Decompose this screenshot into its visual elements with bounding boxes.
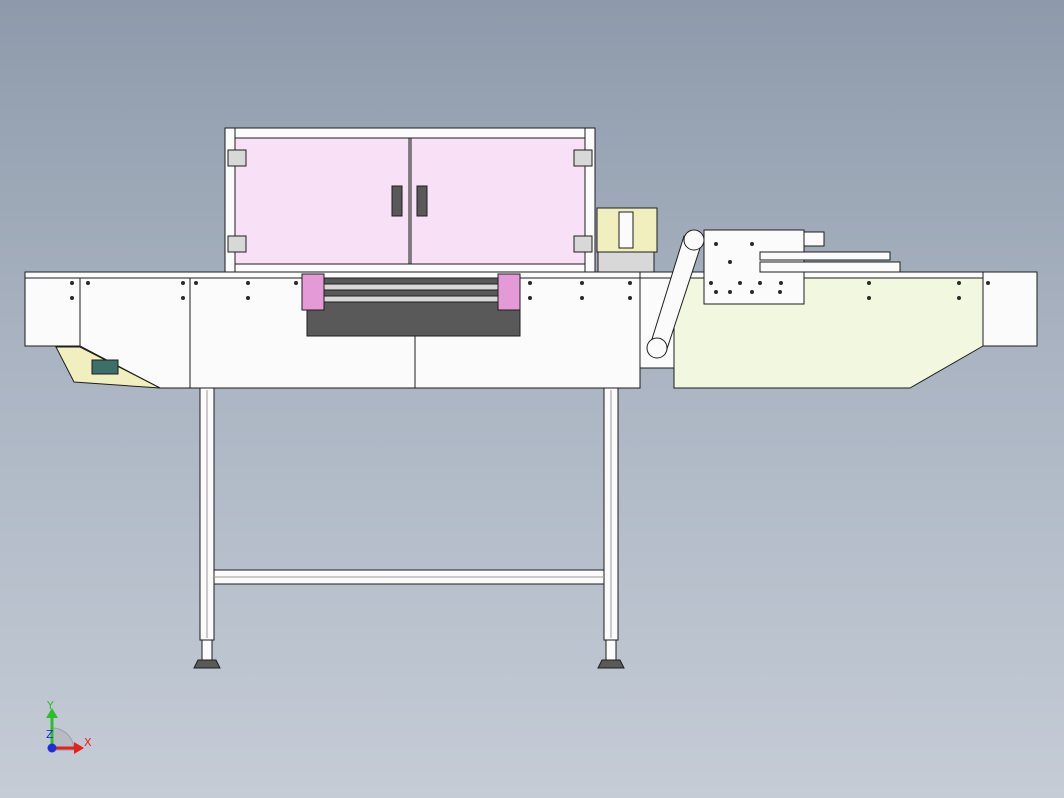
bolt-hole — [628, 296, 632, 300]
mount-right — [497, 273, 521, 311]
bolt-hole — [528, 281, 532, 285]
left-end-cap — [24, 277, 81, 347]
triad-background — [51, 727, 75, 751]
bolt-hole — [750, 242, 754, 246]
bolt-hole — [628, 281, 632, 285]
hinge-bottom-right — [573, 235, 593, 253]
mount-left — [301, 273, 325, 311]
door-handle-left[interactable] — [391, 185, 403, 217]
bolt-hole — [246, 296, 250, 300]
bolt-hole — [70, 281, 74, 285]
roller-bar-lower — [311, 295, 505, 303]
bolt-hole — [957, 296, 961, 300]
bolt-hole — [986, 281, 990, 285]
conveyor-left-body — [24, 271, 641, 389]
right-leg-foot-rod — [605, 639, 617, 661]
door-handle-right[interactable] — [416, 185, 428, 217]
bolt-hole — [714, 290, 718, 294]
bolt-hole — [779, 281, 783, 285]
bolt-hole — [728, 290, 732, 294]
bolt-hole — [957, 281, 961, 285]
bolt-hole — [758, 281, 762, 285]
x-axis-label: X — [84, 736, 92, 749]
bolt-hole — [181, 296, 185, 300]
left-taper-panel — [79, 277, 191, 389]
pulley-bottom — [646, 337, 668, 359]
slide-rail-lower[interactable] — [759, 261, 901, 273]
feed-opening — [306, 277, 521, 337]
bolt-holes — [70, 242, 990, 300]
cabinet — [224, 127, 596, 275]
left-leg-foot-rod — [201, 639, 213, 661]
conveyor-right-body — [639, 271, 1038, 389]
bolt-hole — [867, 296, 871, 300]
left-leveling-foot — [193, 659, 221, 669]
bolt-hole — [181, 281, 185, 285]
motor-window — [618, 211, 634, 249]
bolt-hole — [194, 281, 198, 285]
coordinate-triad: Y Z X — [46, 699, 92, 754]
slide-bracket — [803, 231, 825, 247]
y-axis-label: Y — [46, 699, 54, 712]
bolt-hole — [580, 296, 584, 300]
control-connector — [91, 359, 119, 375]
bolt-hole — [580, 281, 584, 285]
cabinet-door-right[interactable] — [410, 137, 586, 265]
motor-standoff — [597, 251, 655, 273]
bolt-hole — [246, 281, 250, 285]
bolt-hole — [86, 281, 90, 285]
bolt-hole — [750, 290, 754, 294]
support-stand — [193, 387, 625, 669]
right-main-panel — [673, 277, 984, 389]
roller-bar-upper — [311, 283, 505, 291]
pulley-top — [683, 229, 705, 251]
bolt-hole — [867, 281, 871, 285]
bolt-hole — [738, 281, 742, 285]
hinge-bottom-left — [227, 235, 247, 253]
bolt-hole — [70, 296, 74, 300]
drive-assembly — [596, 207, 901, 359]
right-leveling-foot — [597, 659, 625, 669]
hinge-top-right — [573, 149, 593, 167]
z-axis-icon — [47, 743, 57, 753]
slide-rail-upper[interactable] — [759, 251, 891, 261]
right-end-cap — [982, 271, 1038, 347]
hinge-top-left — [227, 149, 247, 167]
bolt-hole — [709, 281, 713, 285]
bolt-hole — [714, 242, 718, 246]
bolt-hole — [778, 290, 782, 294]
bolt-hole — [294, 281, 298, 285]
cabinet-door-left[interactable] — [234, 137, 410, 265]
bolt-hole — [728, 260, 732, 264]
bolt-hole — [528, 296, 532, 300]
z-axis-label: Z — [46, 728, 54, 741]
